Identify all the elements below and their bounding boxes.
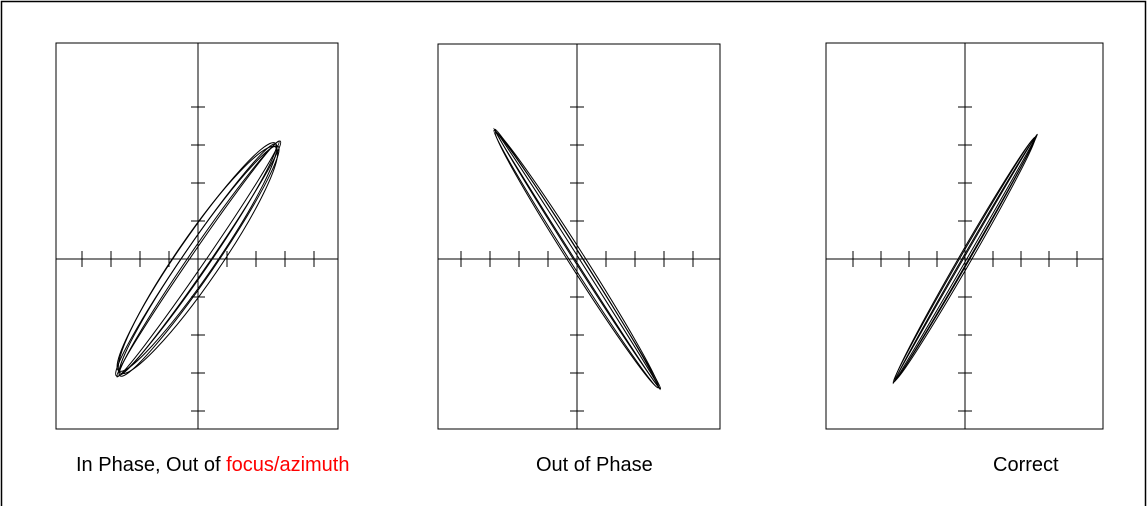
plot-frame bbox=[437, 43, 721, 430]
crosshair-axes bbox=[56, 43, 338, 429]
lissajous-loop bbox=[894, 136, 1036, 382]
lissajous-loops bbox=[892, 133, 1038, 385]
lissajous-loop bbox=[118, 145, 280, 377]
lissajous-loops bbox=[115, 140, 282, 378]
lissajous-loop bbox=[117, 145, 279, 375]
caption-accent-text: focus/azimuth bbox=[226, 454, 350, 476]
panel-in-phase bbox=[55, 42, 339, 430]
lissajous-loop bbox=[493, 127, 661, 391]
panel-correct bbox=[825, 42, 1104, 430]
lissajous-loop bbox=[118, 140, 282, 376]
crosshair-axes bbox=[438, 44, 720, 429]
plot-frame bbox=[55, 42, 339, 430]
lissajous-loops bbox=[493, 127, 662, 391]
caption-text: Out of Phase bbox=[536, 454, 653, 476]
lissajous-loop bbox=[116, 142, 278, 372]
caption-text: In Phase, Out of bbox=[76, 454, 227, 476]
panel-out-of-phase bbox=[437, 43, 721, 430]
caption-in-phase: In Phase, Out of focus/azimuth bbox=[76, 454, 349, 477]
caption-correct: Correct bbox=[993, 454, 1059, 477]
caption-out-of-phase: Out of Phase bbox=[536, 454, 653, 477]
lissajous-loop bbox=[494, 131, 660, 389]
crosshair-axes bbox=[826, 43, 1103, 429]
caption-text: Correct bbox=[993, 454, 1059, 476]
